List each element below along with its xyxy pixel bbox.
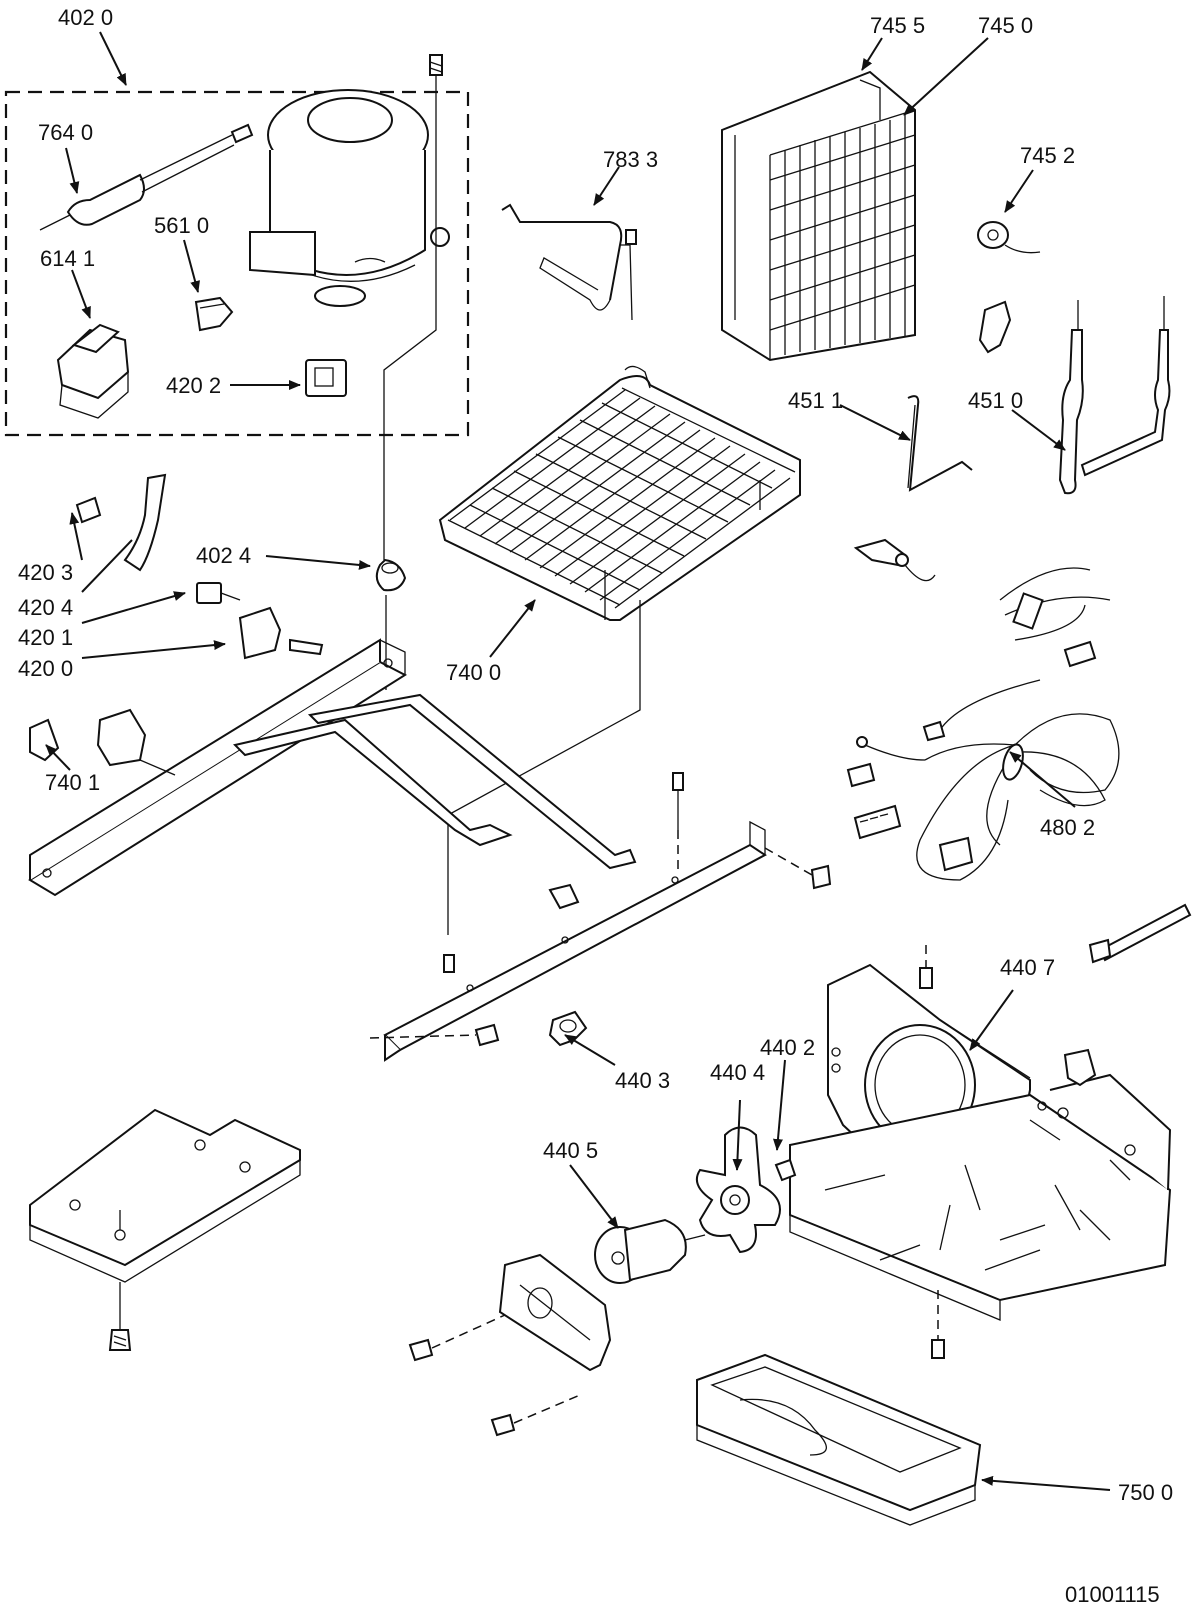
tube-part-4204 (123, 473, 167, 572)
callout-4403: 440 3 (615, 1068, 670, 1093)
screw-part (919, 945, 933, 989)
base-pan-part (789, 1073, 1172, 1321)
grommet-part-4203 (75, 496, 102, 524)
wire-harness-part-4802 (846, 567, 1120, 881)
screw-part (369, 1023, 500, 1047)
evaporator-fins (769, 115, 916, 355)
screw-part (672, 772, 684, 875)
callout-4510: 451 0 (968, 388, 1023, 413)
fan-motor-part-4405 (594, 1218, 706, 1284)
screw-part (764, 847, 832, 890)
condenser-coil-part-7400 (438, 365, 801, 621)
callout-7455: 745 5 (870, 13, 925, 38)
callout-4024: 402 4 (196, 543, 251, 568)
drain-pan-part-7500 (696, 1353, 982, 1526)
callout-4407: 440 7 (1000, 955, 1055, 980)
callout-7640: 764 0 (38, 120, 93, 145)
bolt-part (429, 54, 443, 90)
drier-tube-part (39, 123, 254, 231)
wire-nut-part (1063, 1048, 1097, 1087)
callout-4202: 420 2 (166, 373, 221, 398)
callout-4204: 420 4 (18, 595, 73, 620)
connector-part-4201 (196, 582, 241, 604)
relay-start-device-part (56, 323, 130, 419)
callout-4020: 402 0 (58, 5, 113, 30)
leader-lines (45, 31, 1111, 1491)
tube-assembly-part-4510 (1058, 296, 1171, 495)
nut-part-4403 (548, 1010, 588, 1047)
callout-7500: 750 0 (1118, 1480, 1173, 1505)
callout-labels: 402 0 764 0 561 0 614 1 420 2 783 3 745 … (18, 5, 1173, 1607)
screw-part (408, 1314, 506, 1362)
callout-4404: 440 4 (710, 1060, 765, 1085)
overload-clip-part (194, 296, 234, 332)
callout-7400: 740 0 (446, 660, 501, 685)
fan-shroud-part-4407 (827, 963, 1031, 1152)
clip-part-4402 (774, 1158, 797, 1182)
bracket-part-4200 (238, 606, 324, 660)
callout-4402: 440 2 (760, 1035, 815, 1060)
callout-4802: 480 2 (1040, 815, 1095, 840)
screw-part (443, 954, 455, 973)
callout-4405: 440 5 (543, 1138, 598, 1163)
callout-6141: 614 1 (40, 246, 95, 271)
cable-tie-part (1088, 903, 1192, 964)
tube-part-783 (501, 203, 637, 321)
plate-part (29, 1108, 301, 1283)
callout-4201: 420 1 (18, 625, 73, 650)
clip-part-451 (978, 300, 1012, 354)
callout-7452: 745 2 (1020, 143, 1075, 168)
screw-part (108, 1282, 132, 1351)
thermostat-part-7452 (977, 221, 1041, 254)
evaporator-part-745 (721, 70, 916, 362)
grommet-part-4024 (375, 558, 407, 592)
compressor-group (4, 54, 470, 437)
drawing-number: 01001115 (1065, 1582, 1160, 1607)
callout-7401: 740 1 (45, 770, 100, 795)
callout-4511: 451 1 (788, 388, 843, 413)
capacitor-part (305, 359, 347, 397)
bracket-part-7401 (29, 708, 176, 776)
screw-part (490, 1394, 581, 1437)
callout-5610: 561 0 (154, 213, 209, 238)
compressor-group-boundary (4, 90, 470, 437)
callout-4200: 420 0 (18, 656, 73, 681)
sensor-part-451 (853, 538, 936, 582)
callout-4203: 420 3 (18, 560, 73, 585)
callout-7450: 745 0 (978, 13, 1033, 38)
heater-tube-part-4511 (907, 395, 973, 492)
frame-rail-part (28, 638, 767, 1062)
compressor-part (249, 89, 450, 307)
callout-7833: 783 3 (603, 147, 658, 172)
screw-part (931, 1290, 945, 1359)
bracket-clip-part (548, 883, 580, 910)
motor-bracket-part (498, 1253, 612, 1372)
fan-blade-part-4404 (696, 1126, 781, 1254)
